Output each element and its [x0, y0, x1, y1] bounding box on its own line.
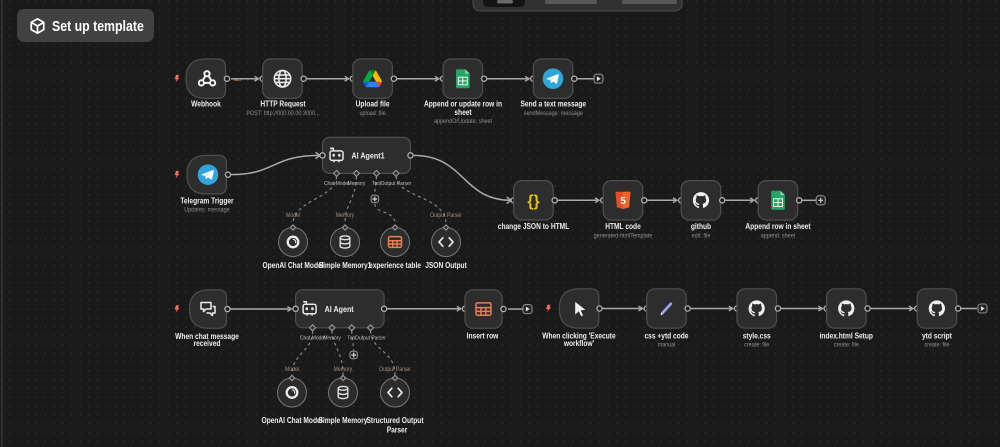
svg-text:When clicking 'Execute: When clicking 'Execute — [542, 332, 616, 341]
svg-text:JSON Output: JSON Output — [425, 261, 467, 270]
svg-text:Tool: Tool — [347, 335, 356, 341]
svg-text:Chat Model: Chat Model — [300, 335, 325, 341]
svg-text:create: file: create: file — [924, 342, 949, 349]
svg-text:Insert row: Insert row — [467, 332, 499, 341]
svg-text:Output Parser: Output Parser — [430, 213, 462, 219]
svg-text:AI Agent: AI Agent — [325, 304, 354, 314]
svg-text:manual: manual — [658, 342, 676, 349]
svg-text:change JSON to HTML: change JSON to HTML — [498, 222, 570, 231]
svg-text:HTML code: HTML code — [605, 222, 641, 231]
svg-text:css +ytd code: css +ytd code — [645, 332, 690, 341]
svg-text:Append row in sheet: Append row in sheet — [745, 222, 811, 231]
svg-text:Memory: Memory — [348, 181, 366, 187]
svg-text:sheet: sheet — [454, 108, 472, 117]
svg-text:Tool: Tool — [372, 181, 381, 187]
svg-text:Memory: Memory — [336, 213, 354, 219]
svg-text:5: 5 — [620, 196, 626, 207]
svg-text:create: file: create: file — [744, 342, 769, 349]
svg-text:Model: Model — [285, 367, 299, 373]
svg-text:Model: Model — [286, 213, 300, 219]
svg-text:Parser: Parser — [387, 425, 408, 434]
svg-text:edit: file: edit: file — [692, 232, 711, 239]
svg-text:Append or update row in: Append or update row in — [424, 99, 502, 108]
svg-text:upload: file: upload: file — [359, 110, 386, 117]
svg-text:AI Agent1: AI Agent1 — [352, 151, 385, 161]
svg-text:Output Parser: Output Parser — [379, 367, 411, 373]
svg-text:generated-htmlTemplate: generated-htmlTemplate — [594, 232, 653, 239]
svg-text:Webhook: Webhook — [191, 99, 221, 108]
svg-text:Structured Output: Structured Output — [366, 416, 423, 425]
svg-text:received: received — [194, 339, 221, 348]
svg-text:Send a text message: Send a text message — [521, 99, 587, 108]
svg-text:create: file: create: file — [834, 342, 859, 349]
svg-text:Output Parser: Output Parser — [355, 335, 386, 341]
svg-text:experience table: experience table — [369, 261, 422, 270]
svg-text:OpenAI Chat Model: OpenAI Chat Model — [262, 261, 323, 270]
svg-text:Output Parser: Output Parser — [381, 181, 412, 187]
svg-text:Telegram Trigger: Telegram Trigger — [180, 196, 233, 205]
svg-text:style.css: style.css — [743, 332, 772, 341]
svg-text:Upload file: Upload file — [356, 99, 390, 108]
svg-text:Updates: message: Updates: message — [184, 207, 230, 214]
svg-text:Memory: Memory — [334, 367, 352, 373]
svg-text:{}: {} — [527, 193, 539, 210]
svg-text:ytd script: ytd script — [922, 332, 952, 341]
svg-text:Simple Memory: Simple Memory — [319, 416, 369, 425]
svg-text:index.html Setup: index.html Setup — [820, 332, 874, 341]
svg-text:Memory: Memory — [323, 335, 341, 341]
svg-text:POST: http://000.00.00:3000...: POST: http://000.00.00:3000... — [246, 110, 319, 117]
svg-text:HTTP Request: HTTP Request — [260, 99, 306, 108]
svg-text:Set up template: Set up template — [52, 19, 144, 35]
svg-text:append: sheet: append: sheet — [761, 232, 796, 239]
svg-text:github: github — [691, 222, 711, 231]
svg-text:appendOrUpdate: sheet: appendOrUpdate: sheet — [434, 118, 492, 125]
svg-text:sendMessage: message: sendMessage: message — [524, 110, 583, 117]
svg-text:Simple Memory1: Simple Memory1 — [319, 261, 372, 270]
svg-text:When chat message: When chat message — [175, 332, 239, 341]
svg-text:OpenAI Chat Model: OpenAI Chat Model — [261, 416, 322, 425]
svg-text:workflow': workflow' — [563, 339, 594, 348]
svg-text:Chat Model: Chat Model — [324, 181, 349, 187]
